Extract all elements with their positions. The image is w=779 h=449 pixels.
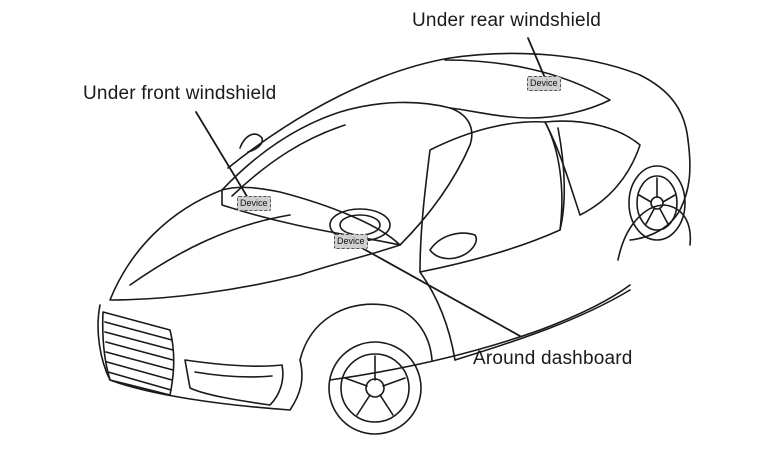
door-line xyxy=(419,271,456,361)
callout-rear-windshield: Under rear windshield xyxy=(412,10,602,31)
callout-front-windshield: Under front windshield xyxy=(83,83,277,104)
door-bottom xyxy=(454,289,631,361)
front-windshield xyxy=(221,101,473,246)
windshield-bump xyxy=(239,133,264,153)
rear-wheel-rim xyxy=(636,175,678,231)
grille-bar xyxy=(105,351,174,371)
front-wheel-rim xyxy=(340,353,410,423)
b-pillar xyxy=(557,127,566,231)
grille-bar xyxy=(104,321,173,341)
device-tag-dashboard: Device xyxy=(334,234,368,249)
windshield-inner-line xyxy=(231,124,346,197)
front-grille xyxy=(101,311,175,396)
car-rear-outline xyxy=(629,139,691,241)
rear-windshield xyxy=(444,59,611,119)
device-tag-rear: Device xyxy=(527,76,561,91)
rear-fender xyxy=(617,204,692,261)
front-wheel-spokes xyxy=(344,355,406,416)
rear-wheel-hub xyxy=(650,196,664,210)
rear-wheel-tire xyxy=(628,165,686,241)
front-bumper xyxy=(97,304,303,411)
front-fender xyxy=(299,303,433,361)
front-wheel-tire xyxy=(328,341,422,435)
car-roof-outline xyxy=(227,52,689,169)
grille-bar xyxy=(105,341,174,361)
hood-outline xyxy=(109,186,401,301)
headlight xyxy=(184,359,284,406)
rear-side-window xyxy=(544,120,641,216)
hood-crease xyxy=(129,214,291,286)
leader-rear xyxy=(527,37,546,79)
grille-bar xyxy=(106,361,173,381)
device-tag-front: Device xyxy=(237,196,271,211)
callout-dashboard: Around dashboard xyxy=(473,348,633,369)
body-sill xyxy=(329,284,631,381)
headlight-inner xyxy=(194,371,273,378)
grille-bar xyxy=(104,331,174,351)
front-wheel-hub xyxy=(365,378,385,398)
steering-wheel-inner xyxy=(339,214,381,236)
side-mirror xyxy=(429,232,477,260)
leader-front xyxy=(195,111,255,209)
leader-dashboard xyxy=(361,247,521,337)
rear-wheel-spokes xyxy=(638,177,676,225)
grille-bar xyxy=(107,371,172,391)
